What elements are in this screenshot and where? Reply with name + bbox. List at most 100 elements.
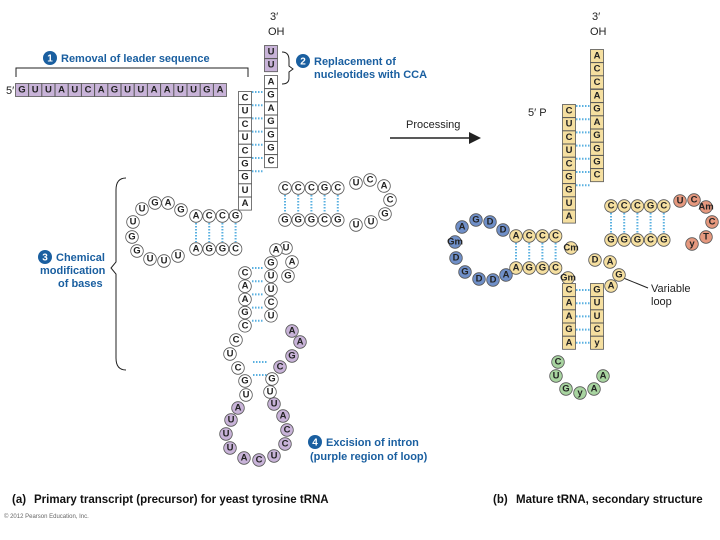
svg-text:G: G (593, 157, 600, 168)
svg-text:U: U (228, 415, 235, 426)
a-acceptor3-nt: G (264, 88, 278, 103)
svg-text:G: G (177, 205, 184, 216)
b-acceptor-top-nt: C (590, 62, 604, 77)
a-anti3-nt: U (264, 269, 278, 283)
a-acceptor3-nt: A (264, 75, 278, 89)
svg-text:y: y (577, 388, 583, 399)
svg-text:C: C (282, 439, 289, 450)
svg-text:A: A (381, 181, 388, 192)
svg-text:G: G (267, 90, 274, 101)
caption-a-prefix: (a) (12, 494, 26, 506)
svg-text:G: G (18, 85, 25, 96)
svg-text:U: U (139, 204, 146, 215)
a-anti5-nt: A (238, 292, 252, 307)
svg-text:C: C (282, 183, 289, 194)
a-tstem-bot-nt: C (317, 213, 332, 227)
a-dstem-top-nt: C (202, 209, 216, 223)
svg-text:G: G (267, 258, 274, 269)
svg-text:G: G (381, 209, 388, 220)
a-acceptor5-nt: C (238, 91, 252, 105)
b-acceptor3-nt: C (590, 168, 604, 183)
svg-text:G: G (284, 271, 291, 282)
a-dloop-nt: U (135, 202, 149, 216)
a-acceptor3-nt: G (264, 141, 278, 155)
svg-text:G: G (321, 183, 328, 194)
svg-text:D: D (592, 255, 599, 266)
a-dloop-nt: A (161, 196, 175, 210)
svg-text:G: G (472, 215, 479, 226)
svg-text:U: U (242, 132, 249, 143)
a-intron-nt: C (229, 333, 243, 347)
variable-loop-callout: Variable loop (620, 276, 691, 308)
svg-text:A: A (503, 270, 510, 281)
step-4-excision-intron: 4 Excision of intron (purple region of l… (308, 435, 428, 463)
a-tloop-nt: U (364, 215, 378, 229)
processing-label: Processing (406, 119, 460, 131)
b-acceptor3-nt: G (590, 141, 604, 156)
step-2-label-line2: nucleotides with CCA (314, 69, 427, 81)
b-tloop-nt: y (685, 237, 699, 251)
svg-text:U: U (227, 349, 234, 360)
svg-text:C: C (709, 217, 716, 228)
b-tloop-nt: C (687, 193, 701, 207)
b-tstem-bot-nt: G (657, 233, 671, 247)
svg-text:C: C (594, 170, 601, 181)
svg-text:G: G (267, 143, 274, 154)
svg-text:C: C (334, 183, 341, 194)
b-dloop-nt: D (449, 251, 463, 265)
svg-text:Am: Am (698, 202, 713, 213)
svg-text:A: A (289, 326, 296, 337)
svg-text:A: A (98, 85, 105, 96)
svg-text:y: y (594, 337, 600, 348)
svg-text:A: A (151, 85, 158, 96)
a-leader-nt: A (94, 83, 109, 97)
svg-text:G: G (241, 376, 248, 387)
a-acceptor5-nt: C (238, 143, 252, 158)
a-intron-nt: U (223, 347, 237, 361)
svg-text:U: U (268, 60, 275, 71)
a-leader-nt: U (41, 83, 56, 97)
svg-text:G: G (562, 384, 569, 395)
svg-text:C: C (634, 201, 641, 212)
b-dstem-bot-nt: C (548, 261, 563, 275)
b-anticodon-loop-nt: U (549, 369, 563, 383)
svg-text:A: A (193, 244, 200, 255)
svg-text:G: G (281, 215, 288, 226)
svg-text:G: G (607, 235, 614, 246)
svg-text:U: U (45, 85, 52, 96)
a-leader-nt: U (133, 83, 148, 97)
a-tstem-bot-nt: G (291, 213, 305, 227)
b-anti5-nt: G (562, 322, 576, 337)
svg-text:U: U (147, 254, 154, 265)
step-3-label-line2: modification (40, 265, 106, 277)
a-variable-nt: U (279, 241, 293, 255)
svg-text:U: U (124, 85, 131, 96)
a-oh-label: OH (268, 26, 285, 38)
a-tloop-nt: U (349, 176, 363, 190)
a-intron-nt: A (285, 324, 299, 338)
b-tloop-nt: T (699, 230, 713, 244)
a-intron-nt: G (238, 374, 252, 388)
svg-text:U: U (677, 196, 684, 207)
a-acceptor5-nt: U (238, 104, 252, 119)
svg-text:G: G (660, 235, 667, 246)
b-tstem-top-nt: C (657, 199, 671, 213)
a-acceptor3-nt: G (264, 127, 278, 142)
svg-text:G: G (565, 185, 572, 196)
a-acceptor5-nt: U (238, 130, 252, 145)
a-intron-nt: G (265, 372, 279, 386)
caption-b: Mature tRNA, secondary structure (516, 494, 703, 506)
svg-text:U: U (566, 145, 573, 156)
svg-text:U: U (267, 387, 274, 398)
step-2-label-line1: Replacement of (314, 56, 396, 68)
svg-text:A: A (566, 311, 573, 322)
svg-text:A: A (566, 211, 573, 222)
b-dloop-nt: G (469, 213, 483, 227)
svg-text:C: C (268, 297, 275, 308)
svg-text:G: G (267, 129, 274, 140)
svg-text:G: G (593, 130, 600, 141)
svg-text:A: A (242, 198, 249, 209)
svg-text:C: C (321, 215, 328, 226)
